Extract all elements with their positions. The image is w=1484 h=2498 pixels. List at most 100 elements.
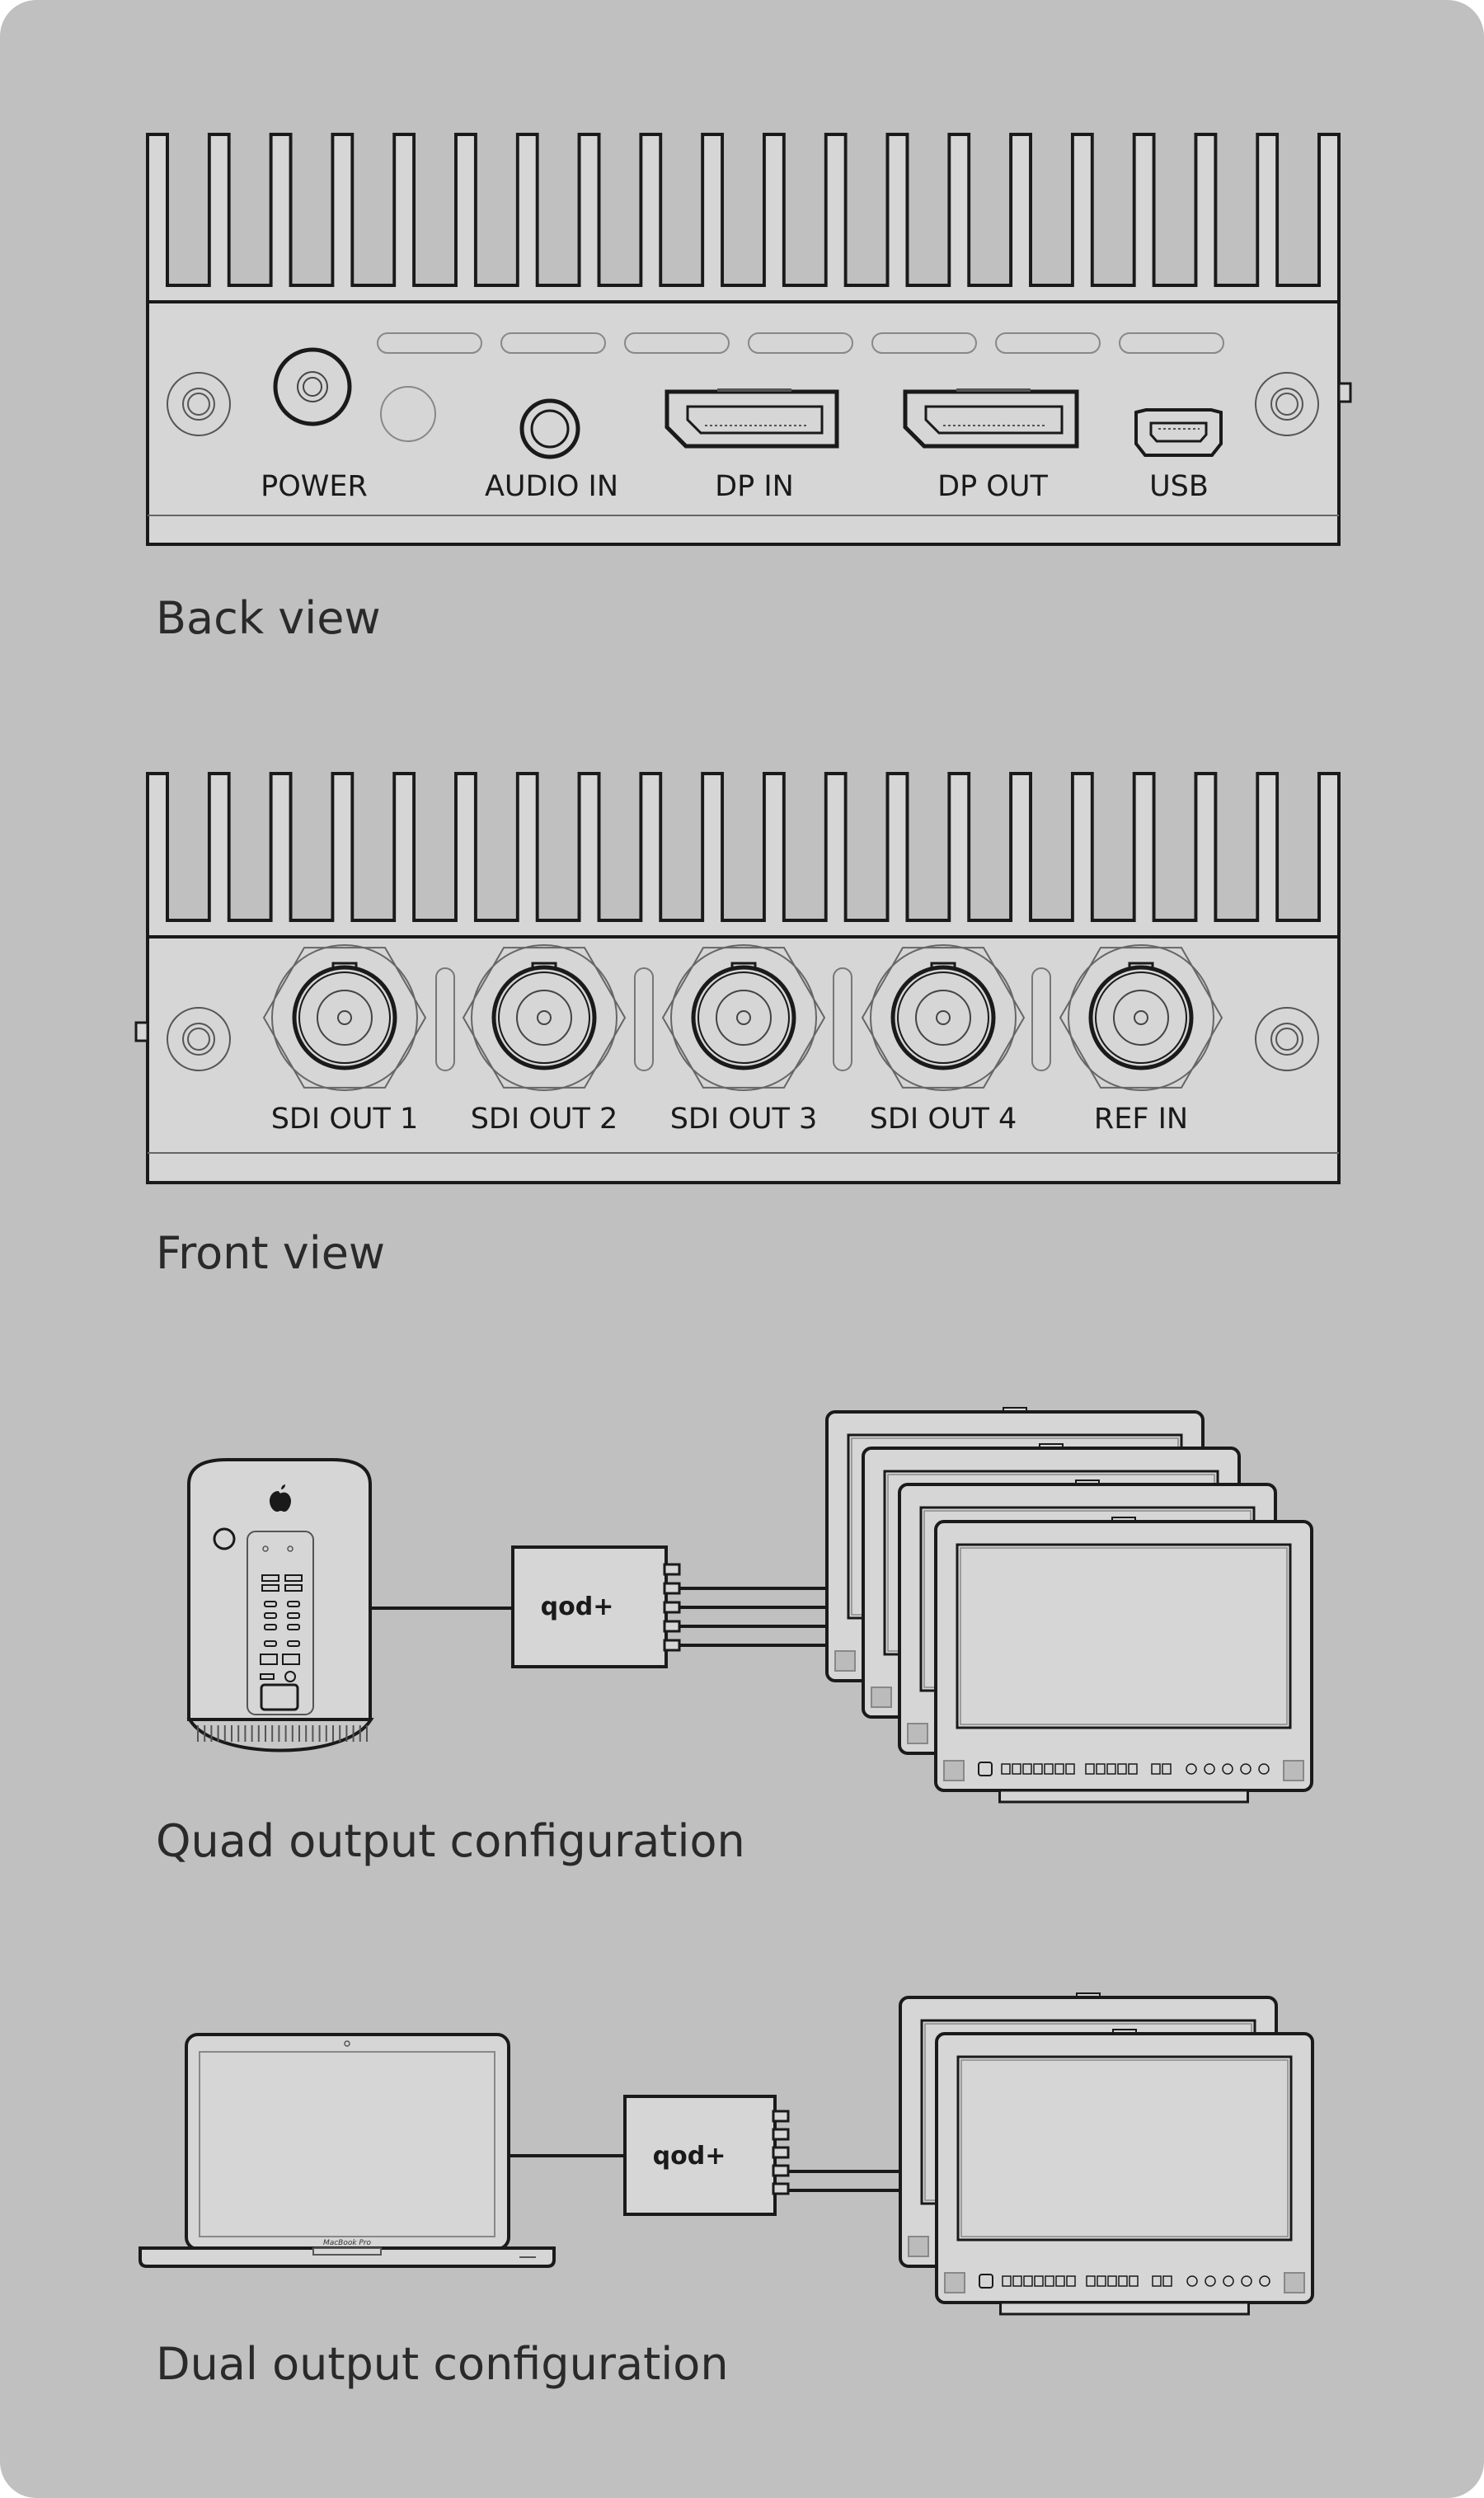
monitor-corner bbox=[944, 2272, 965, 2293]
fin-outline bbox=[146, 133, 1341, 302]
monitor-button bbox=[1128, 1763, 1138, 1775]
monitor-button bbox=[1117, 1763, 1127, 1775]
thunderbolt-port bbox=[264, 1601, 277, 1607]
monitor-button bbox=[1106, 1763, 1116, 1775]
dp-in-port-icon bbox=[665, 388, 839, 449]
fin-gap bbox=[1279, 131, 1317, 284]
apple-logo-icon bbox=[270, 1484, 291, 1512]
monitor-knob bbox=[1259, 2275, 1270, 2287]
bnc-connector-icon bbox=[861, 944, 1026, 1091]
monitor-button bbox=[1033, 1763, 1043, 1775]
monitor-button bbox=[1023, 2275, 1033, 2287]
port-label-sdi-out-1: SDI OUT 1 bbox=[271, 1103, 419, 1136]
output-connector bbox=[772, 2110, 790, 2123]
audio-port bbox=[284, 1671, 296, 1682]
port-dot bbox=[287, 1545, 294, 1552]
monitor-button bbox=[1162, 2275, 1172, 2287]
fin-gap bbox=[169, 770, 208, 919]
monitor-icon bbox=[935, 2029, 1314, 2316]
output-connector bbox=[772, 2146, 790, 2159]
vent-slot bbox=[624, 332, 730, 354]
monitor-screen bbox=[956, 1543, 1292, 1729]
dual-config: MacBook Pro qod+ bbox=[139, 1992, 1314, 2316]
fin-gap bbox=[662, 131, 702, 284]
monitor-knob bbox=[1186, 1763, 1197, 1775]
monitor-button bbox=[1045, 2275, 1054, 2287]
back-view-caption: Back view bbox=[156, 592, 381, 644]
fin-gap bbox=[1032, 131, 1071, 284]
fin-gap bbox=[416, 770, 454, 919]
monitor-button bbox=[1002, 2275, 1012, 2287]
fin-gap bbox=[1155, 131, 1195, 284]
monitor-corner bbox=[834, 1650, 856, 1672]
monitor-button bbox=[1066, 2275, 1076, 2287]
laptop-icon: MacBook Pro bbox=[139, 2033, 556, 2268]
fin-gap bbox=[847, 770, 886, 919]
qod-device-icon: qod+ bbox=[511, 1545, 681, 1668]
quad-config-caption: Quad output configuration bbox=[156, 1815, 745, 1867]
screw-left-icon bbox=[167, 1007, 231, 1071]
vent-slot bbox=[500, 332, 606, 354]
dual-config-caption: Dual output configuration bbox=[156, 2338, 729, 2390]
monitor-button bbox=[1086, 2275, 1096, 2287]
port-label-sdi-out-4: SDI OUT 4 bbox=[870, 1103, 1017, 1136]
heatsink-fins bbox=[146, 770, 1341, 937]
output-connector bbox=[663, 1620, 681, 1633]
port-label-usb: USB bbox=[1149, 470, 1209, 503]
fin-gap bbox=[354, 131, 393, 284]
monitor-corner bbox=[1284, 2272, 1305, 2293]
monitor-button bbox=[1065, 1763, 1075, 1775]
port-label-sdi-out-3: SDI OUT 3 bbox=[670, 1103, 818, 1136]
fin-gap bbox=[785, 131, 824, 284]
mac-pro-computer-icon bbox=[186, 1458, 374, 1752]
thunderbolt-port bbox=[264, 1624, 277, 1630]
device-logo: qod+ bbox=[653, 2142, 726, 2171]
fin-gap bbox=[538, 131, 578, 284]
monitor-button bbox=[1055, 2275, 1065, 2287]
bnc-connector-icon bbox=[1059, 944, 1223, 1091]
monitor-knob bbox=[1241, 2275, 1252, 2287]
fin-gap bbox=[1093, 770, 1133, 919]
monitor-knob bbox=[1222, 1763, 1233, 1775]
ethernet-port bbox=[282, 1654, 300, 1665]
fin-gap bbox=[1032, 770, 1071, 919]
monitor-knob bbox=[1223, 2275, 1234, 2287]
monitor-knob bbox=[1186, 2275, 1198, 2287]
usb-port-icon bbox=[1134, 408, 1223, 457]
fin-gap bbox=[1217, 131, 1256, 284]
monitor-button bbox=[1097, 2275, 1106, 2287]
fin-outline bbox=[146, 772, 1341, 937]
monitor-knob bbox=[1240, 1763, 1252, 1775]
thunderbolt-port bbox=[287, 1612, 300, 1619]
fin-gap bbox=[230, 131, 270, 284]
divider-slot bbox=[435, 967, 455, 1071]
monitor-screen-inner bbox=[960, 1547, 1288, 1725]
monitor-corner bbox=[943, 1760, 965, 1781]
usb-port bbox=[261, 1574, 279, 1582]
fin-gap bbox=[354, 770, 393, 919]
thunderbolt-port bbox=[287, 1624, 300, 1630]
output-connector bbox=[663, 1639, 681, 1652]
fin-gap bbox=[1155, 770, 1195, 919]
output-connector bbox=[772, 2182, 790, 2195]
vent-slot bbox=[1119, 332, 1224, 354]
output-cables bbox=[788, 2170, 902, 2192]
usb-port bbox=[284, 1574, 303, 1582]
fin-gap bbox=[1093, 131, 1133, 284]
heatsink-fins bbox=[146, 131, 1341, 302]
monitor-stack bbox=[899, 1992, 1314, 2316]
monitor-button bbox=[1152, 2275, 1162, 2287]
monitor-screen bbox=[956, 2055, 1293, 2242]
monitor-button bbox=[1012, 2275, 1022, 2287]
fin-gap bbox=[416, 131, 454, 284]
ethernet-port bbox=[260, 1654, 278, 1665]
fin-gap bbox=[909, 770, 948, 919]
output-connector bbox=[663, 1563, 681, 1576]
screw-left-icon bbox=[167, 372, 231, 436]
back-view: POWER AUDIO IN DP IN DP OUT USB bbox=[146, 131, 1352, 546]
divider-slot bbox=[833, 967, 852, 1071]
monitor-button bbox=[1118, 2275, 1128, 2287]
monitor-button bbox=[1129, 2275, 1139, 2287]
fin-gap bbox=[724, 770, 763, 919]
